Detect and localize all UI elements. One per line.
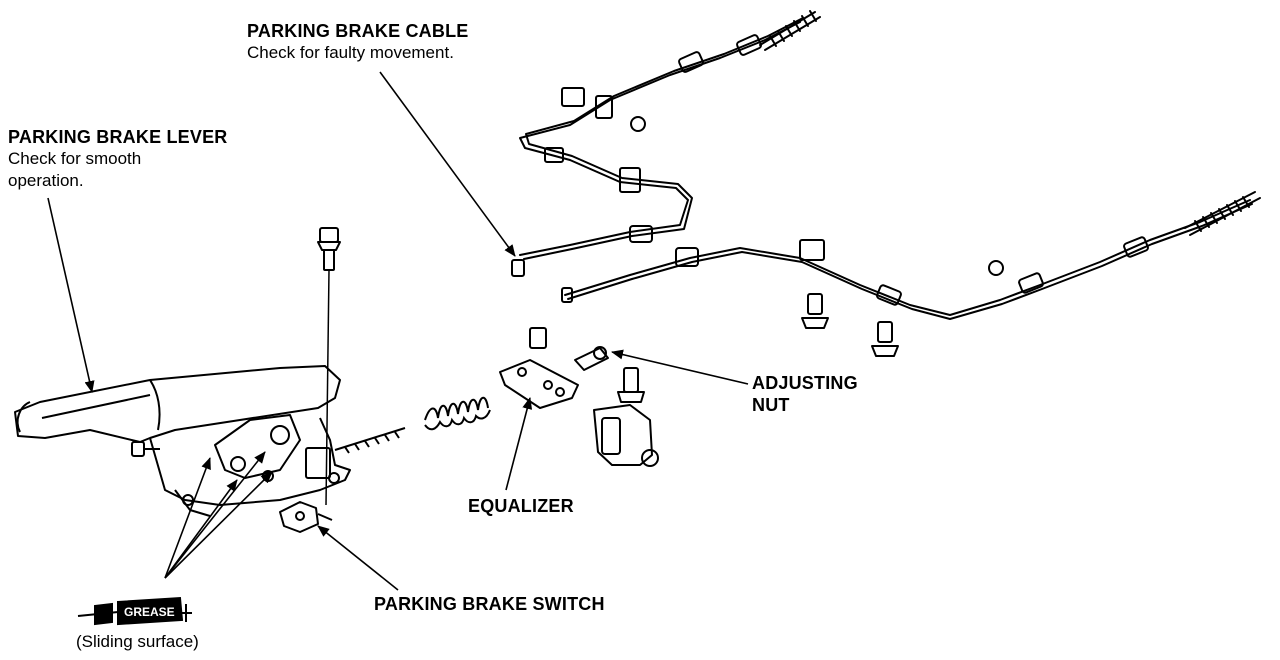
adjusting-nut-label: ADJUSTING NUT — [752, 372, 858, 416]
grease-leader-arrow-1 — [165, 457, 211, 578]
switch-label: PARKING BRAKE SWITCH — [374, 594, 605, 614]
grease-note: (Sliding surface) — [76, 632, 199, 651]
lever-label: PARKING BRAKE LEVER Check for smooth ope… — [8, 126, 227, 192]
grease-icon — [78, 598, 192, 624]
grease-leader-arrow-3 — [165, 451, 265, 578]
leader-lines — [48, 72, 748, 590]
cable-label: PARKING BRAKE CABLE Check for faulty mov… — [247, 20, 468, 64]
equalizer-label: EQUALIZER — [468, 496, 574, 516]
lever-label-note-2: operation. — [8, 171, 84, 190]
grease-leader-arrow-4 — [165, 471, 273, 578]
cable-label-title: PARKING BRAKE CABLE — [247, 21, 469, 41]
parking-brake-cable — [512, 11, 1260, 356]
lever-label-title: PARKING BRAKE LEVER — [8, 127, 228, 147]
lever-label-note-1: Check for smooth — [8, 149, 142, 168]
bolt-guide-line — [326, 270, 329, 505]
lever-leader-arrow — [48, 198, 95, 393]
equalizer-leader-arrow — [506, 397, 533, 490]
cable-label-note: Check for faulty movement. — [247, 43, 454, 62]
adjusting-nut-label-line-1: ADJUSTING — [752, 373, 858, 393]
cable-leader-arrow — [380, 72, 515, 257]
adjusting-nut — [594, 368, 658, 466]
parking-brake-lever — [15, 228, 350, 516]
equalizer — [500, 328, 608, 408]
grease-tag-text: GREASE — [124, 605, 175, 619]
adjusting-nut-leader-arrow — [611, 349, 748, 384]
return-spring — [335, 398, 490, 453]
adjusting-nut-label-line-2: NUT — [752, 395, 790, 415]
switch-leader-arrow — [317, 525, 398, 590]
parking-brake-switch — [280, 502, 332, 532]
